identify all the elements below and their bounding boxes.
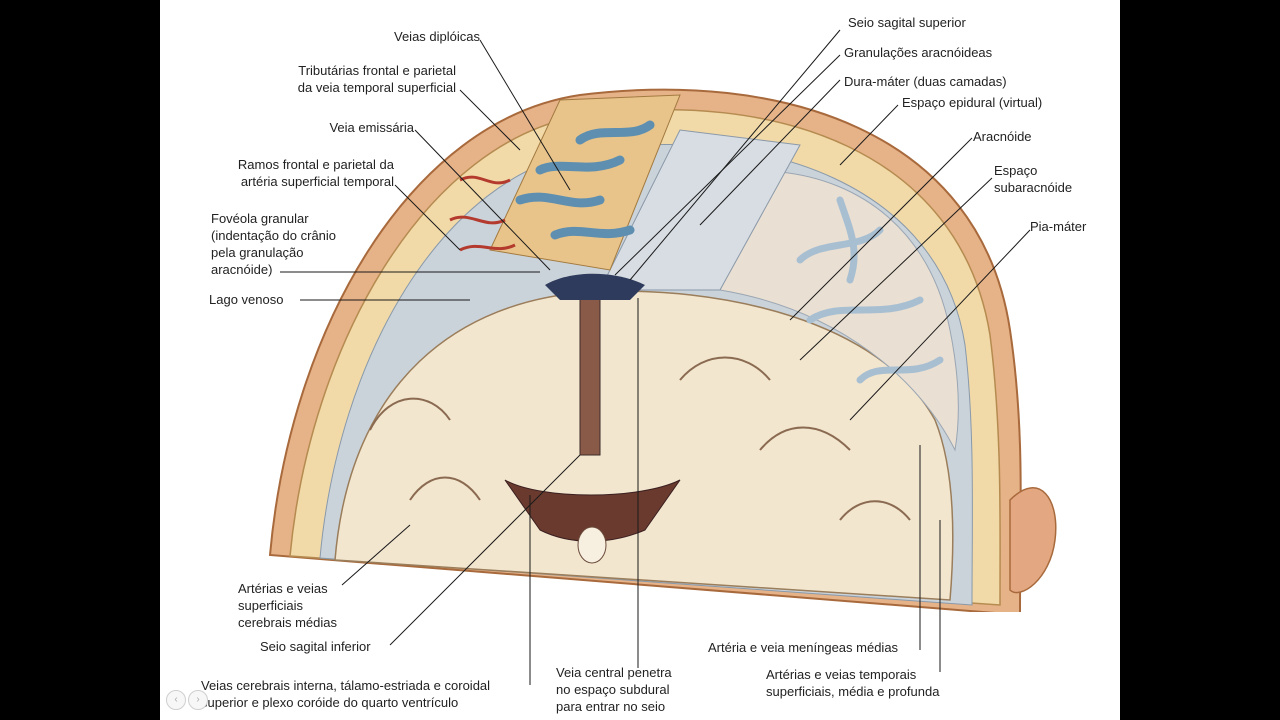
label-lago-venoso: Lago venoso [209,292,284,307]
label-arterias-veias-cerebrais: Artérias e veias superficiais cerebrais … [238,581,337,630]
diploic-veins [515,120,655,240]
label-granulacoes: Granulações aracnóideas [844,45,993,60]
label-tributarias: Tributárias frontal e parietal da veia t… [297,63,456,95]
label-ramos: Ramos frontal e parietal da artéria supe… [237,157,394,189]
falx [579,291,601,456]
cortical-veins [796,196,944,384]
label-pia-mater: Pia-máter [1030,219,1087,234]
label-veias-diploicas: Veias diplóicas [394,29,480,44]
sagittal-sinus [545,273,645,300]
bottom-background [160,612,1120,720]
label-veia-emissaria: Veia emissária [329,120,414,135]
scalp-arteries [449,175,516,252]
label-veias-cerebrais-interna: Veias cerebrais interna, tálamo-estriada… [201,678,491,710]
next-slide-button[interactable]: › [188,690,208,710]
prev-slide-button[interactable]: ‹ [166,690,186,710]
label-seio-sagital-superior: Seio sagital superior [848,15,966,30]
label-espaco-epidural: Espaço epidural (virtual) [902,95,1043,110]
label-arteria-meningeas: Artéria e veia meníngeas médias [708,640,899,655]
dura-flap [599,129,801,291]
label-espaco-subaracnoide: Espaço subaracnóide [994,163,1073,195]
brain-mass [334,290,954,601]
label-seio-sagital-inferior: Seio sagital inferior [260,639,371,654]
ear [1009,487,1057,594]
label-dura-mater: Dura-máter (duas camadas) [844,74,1007,89]
label-aracnoide: Aracnóide [973,129,1032,144]
slide-canvas: Veias diplóicas Tributárias frontal e pa… [160,0,1120,720]
label-foveola: Fovéola granular (indentação do crânio p… [211,211,337,277]
label-veia-central: Veia central penetra no espaço subdural … [556,665,672,714]
head-section-illustration [160,29,1120,720]
gyri [369,356,911,521]
leader-lines [280,29,1031,685]
ventricles [504,479,681,542]
third-ventricle [577,526,607,564]
label-arterias-temporais: Artérias e veias temporais superficiais,… [766,667,940,699]
bone-window [489,94,681,271]
